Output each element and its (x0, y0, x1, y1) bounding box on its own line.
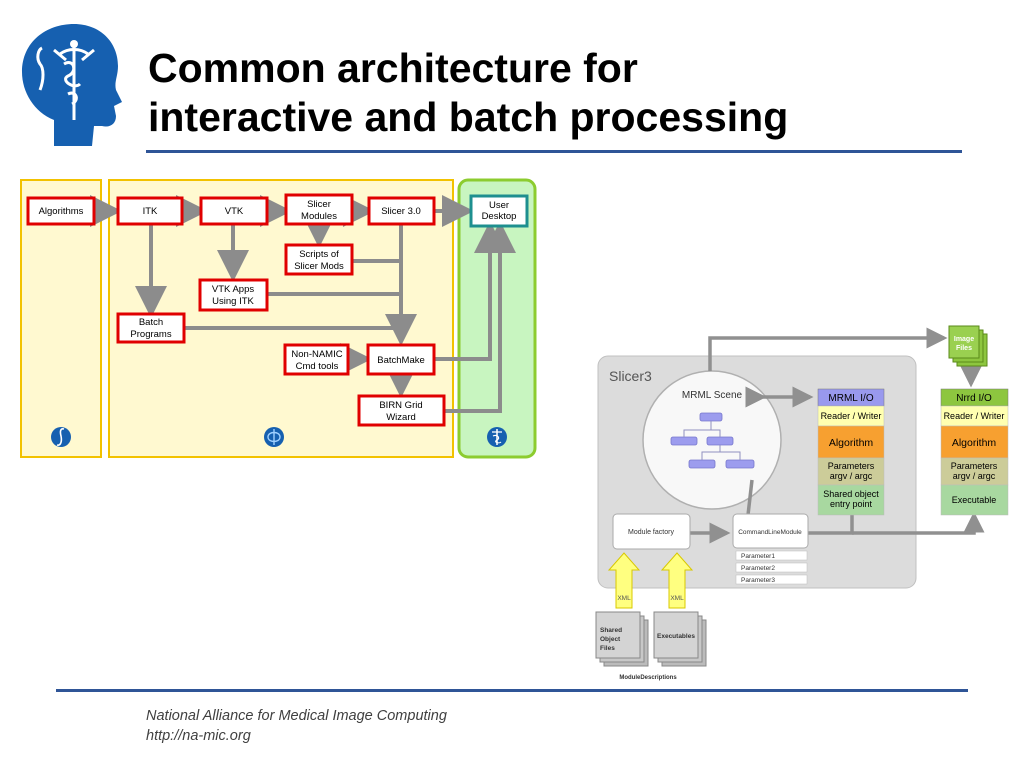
box-batchmake: BatchMake (377, 355, 425, 366)
shared-files-l3: Files (600, 645, 615, 652)
xml-label-1: XML (617, 595, 631, 602)
brain-icon (264, 427, 284, 447)
box-vtk: VTK (225, 206, 244, 217)
module-factory-label: Module factory (628, 529, 674, 536)
box-scripts-l1: Scripts of (299, 249, 339, 260)
parameter-list: Parameter1 Parameter2 Parameter3 (735, 550, 808, 585)
flow-arrows (90, 195, 516, 413)
box-slicer3: Slicer 3.0 (381, 206, 421, 217)
mrml-algorithm: Algorithm (829, 437, 874, 449)
nrrd-parameters-l1: Parameters (951, 461, 998, 471)
box-itk: ITK (143, 206, 158, 217)
nrrd-reader-writer: Reader / Writer (944, 411, 1005, 421)
title-line-2: interactive and batch processing (148, 94, 789, 140)
title-line-1: Common architecture for (148, 45, 638, 91)
flow-diagram: Algorithms ITK VTK Slicer Modules Slicer… (20, 178, 537, 459)
param-3: Parameter3 (741, 577, 775, 584)
mrml-parameters-l2: argv / argc (830, 471, 873, 481)
param-2: Parameter2 (741, 565, 775, 572)
user-desktop-box (469, 194, 529, 228)
param-1: Parameter1 (741, 553, 775, 560)
shared-files-l1: Shared (600, 627, 622, 634)
box-user-desktop-l1: User (489, 200, 509, 211)
namic-head-logo (22, 24, 122, 146)
mrml-shared-l1: Shared object (823, 489, 879, 499)
integral-icon (51, 427, 71, 447)
image-files-l1: Image (954, 336, 974, 343)
xml-label-2: XML (670, 595, 684, 602)
footer-org: National Alliance for Medical Image Comp… (146, 708, 447, 724)
box-birn-l1: BIRN Grid (379, 400, 422, 411)
box-scripts-l2: Slicer Mods (294, 261, 344, 272)
nrrd-executable: Executable (952, 495, 997, 505)
slicer3-label: Slicer3 (609, 368, 652, 384)
footer-divider (56, 689, 968, 692)
box-non-namic-l2: Cmd tools (296, 361, 339, 372)
caduceus-icon (487, 427, 507, 447)
architecture-diagrams: Algorithms ITK VTK Slicer Modules Slicer… (20, 178, 1009, 681)
module-descriptions-label: ModuleDescriptions (619, 675, 677, 681)
shared-files-l2: Object (600, 636, 621, 643)
executables-icon: Executables (653, 611, 707, 667)
slicer3-architecture: Slicer3 MRML Scene (595, 325, 1009, 681)
box-birn-l2: Wizard (386, 412, 416, 423)
box-batch-l2: Programs (130, 329, 171, 340)
footer: National Alliance for Medical Image Comp… (146, 706, 447, 746)
footer-url[interactable]: http://na-mic.org (146, 728, 251, 744)
xml-arrows (607, 552, 694, 609)
box-batch-l1: Batch (139, 317, 163, 328)
box-non-namic-l1: Non-NAMIC (291, 349, 342, 360)
box-slicer-modules-l1: Slicer (307, 199, 331, 210)
slide-title: Common architecture for interactive and … (148, 44, 968, 142)
shared-object-files-icon: Shared Object Files (595, 611, 649, 667)
title-divider (146, 150, 962, 153)
box-vtk-apps-l2: Using ITK (212, 296, 254, 307)
box-algorithms: Algorithms (39, 206, 84, 217)
image-files-icon: Image Files (948, 325, 988, 367)
mrml-reader-writer: Reader / Writer (821, 411, 882, 421)
mrml-parameters-l1: Parameters (828, 461, 875, 471)
mrml-shared-l2: entry point (830, 499, 873, 509)
box-vtk-apps-l1: VTK Apps (212, 284, 254, 295)
flow-labels: Algorithms ITK VTK Slicer Modules Slicer… (39, 199, 517, 423)
box-slicer-modules-l2: Modules (301, 211, 337, 222)
nrrd-io-label: Nrrd I/O (956, 393, 992, 404)
flow-boxes (26, 193, 446, 427)
box-user-desktop-l2: Desktop (482, 211, 517, 222)
mrml-scene-label: MRML Scene (682, 390, 743, 401)
mrml-io-stack: MRML I/O Reader / Writer Algorithm Param… (817, 388, 885, 516)
nrrd-parameters-l2: argv / argc (953, 471, 996, 481)
image-files-l2: Files (956, 345, 972, 352)
cmdline-module-box (732, 513, 809, 549)
nrrd-io-stack: Nrrd I/O Reader / Writer Algorithm Param… (940, 388, 1009, 516)
mrml-io-label: MRML I/O (828, 393, 873, 404)
algorithms-panel (20, 179, 102, 458)
executables-label: Executables (657, 633, 695, 640)
module-factory-box (612, 513, 691, 550)
cmdline-module-label: CommandLineModule (738, 529, 802, 536)
nrrd-algorithm: Algorithm (952, 437, 997, 449)
